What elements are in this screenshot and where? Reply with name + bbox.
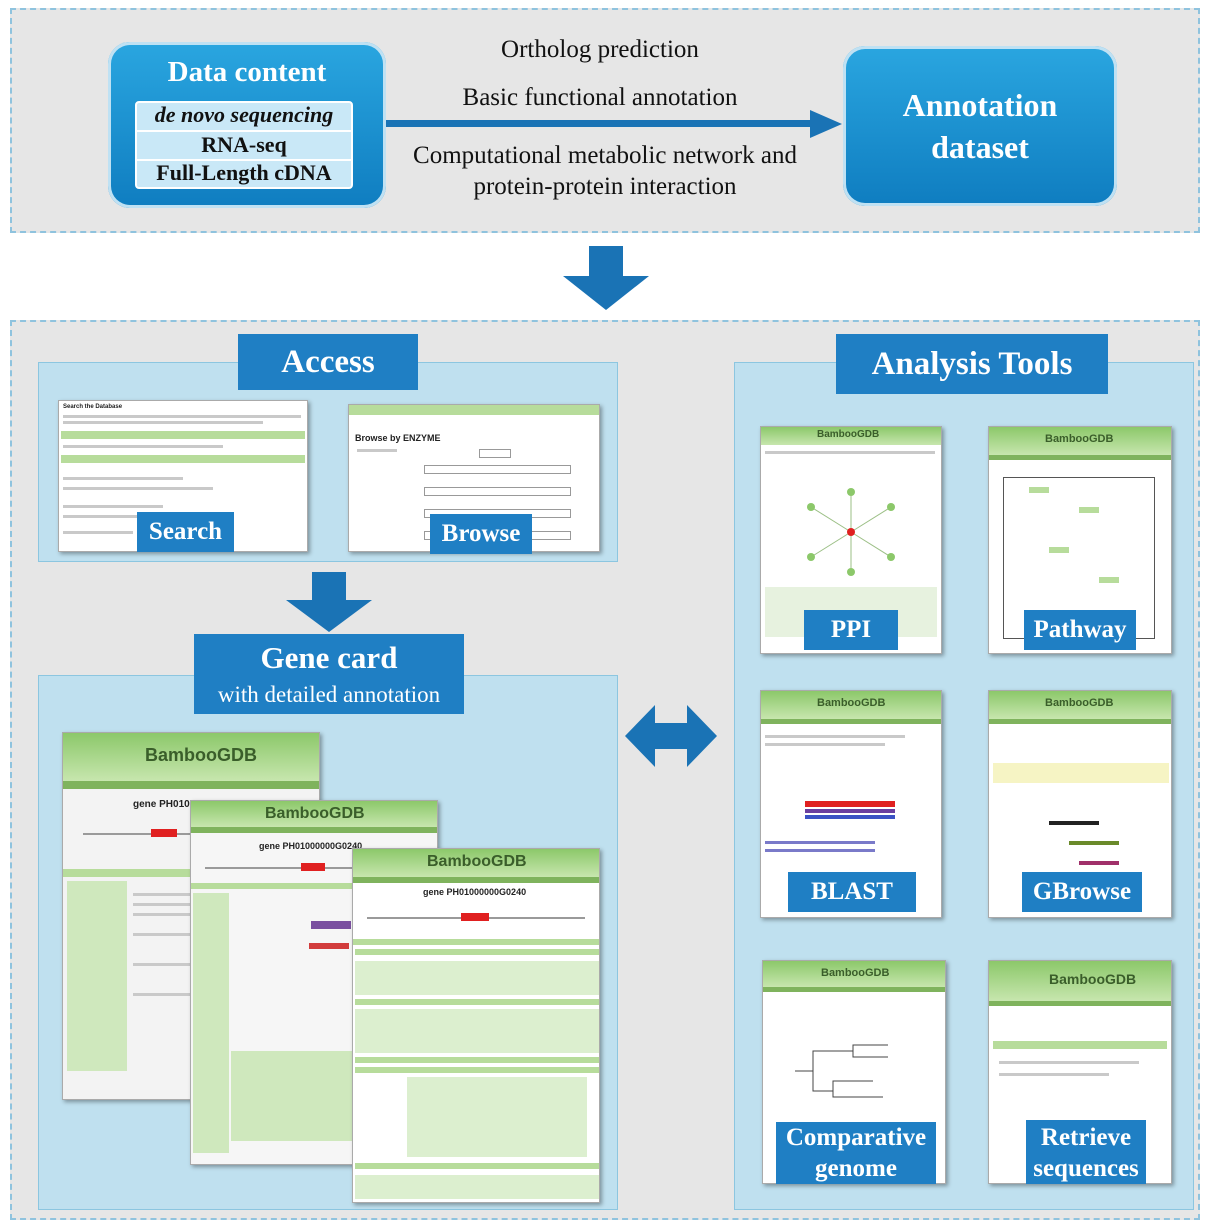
pathway-button[interactable]: Pathway xyxy=(1024,610,1136,650)
search-button[interactable]: Search xyxy=(137,512,234,552)
retrieve-sequences-button[interactable] xyxy=(1026,1120,1146,1184)
gene-card-title: Gene card xyxy=(260,640,398,675)
site-logo: BambooGDB xyxy=(821,967,890,979)
annotation-dataset-title: Annotation dataset xyxy=(902,87,1058,165)
arrow-label-ortholog: Ortholog prediction xyxy=(501,36,699,63)
down-arrow-icon xyxy=(286,572,372,632)
ppi-button[interactable]: PPI xyxy=(804,610,898,650)
access-title: Access xyxy=(238,334,418,390)
annotation-dataset-box xyxy=(843,46,1117,206)
data-item-cdna: Full-Length cDNA xyxy=(156,160,332,185)
site-logo: BambooGDB xyxy=(427,853,527,870)
search-shot-title: Search the Database xyxy=(63,404,123,410)
search-screenshot: Search the Database xyxy=(58,400,308,552)
pathway-screenshot: BambooGDB xyxy=(988,426,1172,654)
data-content-title: Data content xyxy=(167,56,327,88)
data-item-rnaseq: RNA-seq xyxy=(201,132,287,157)
comparative-genome-label: Comparative genome xyxy=(785,1124,927,1182)
browse-shot-title: Browse by ENZYME xyxy=(355,433,441,443)
gene-card-title-box xyxy=(194,634,464,714)
data-item-divider xyxy=(137,159,351,161)
site-logo: BambooGDB xyxy=(145,745,257,765)
retrieve-sequences-label: Retrieve sequences xyxy=(1033,1124,1139,1182)
data-item-divider xyxy=(137,130,351,132)
site-logo: BambooGDB xyxy=(1045,433,1114,445)
comparative-genome-button[interactable] xyxy=(776,1122,936,1184)
site-logo: BambooGDB xyxy=(1045,697,1114,709)
site-logo: BambooGDB xyxy=(265,805,365,822)
gbrowse-button[interactable]: GBrowse xyxy=(1022,872,1142,912)
gene-name: gene PH01000000G0240 xyxy=(259,841,363,851)
data-item-denovo: de novo sequencing xyxy=(154,102,334,127)
down-arrow-icon xyxy=(563,246,649,310)
gene-name: gene PH01000000G0240 xyxy=(423,887,527,897)
site-logo: BambooGDB xyxy=(1049,971,1137,987)
site-logo: BambooGDB xyxy=(817,429,880,440)
flow-arrow-head xyxy=(810,110,842,138)
arrow-label-network: Computational metabolic network and xyxy=(413,142,797,169)
flow-arrow-shaft xyxy=(386,120,816,127)
browse-button[interactable]: Browse xyxy=(430,514,532,554)
arrow-label-ppi: protein-protein interaction xyxy=(473,173,737,200)
arrow-label-functional: Basic functional annotation xyxy=(462,84,738,111)
browse-screenshot: Browse by ENZYME xyxy=(348,404,600,552)
analysis-tools-title: Analysis Tools xyxy=(836,334,1108,394)
double-arrow-icon xyxy=(625,705,717,767)
gene-card-subtitle: with detailed annotation xyxy=(217,682,441,707)
blast-button[interactable]: BLAST xyxy=(788,872,916,912)
gene-card-screenshot-front: BambooGDB gene PH01000000G0240 xyxy=(352,848,600,1203)
site-logo: BambooGDB xyxy=(817,697,886,709)
data-items-box xyxy=(135,101,353,189)
